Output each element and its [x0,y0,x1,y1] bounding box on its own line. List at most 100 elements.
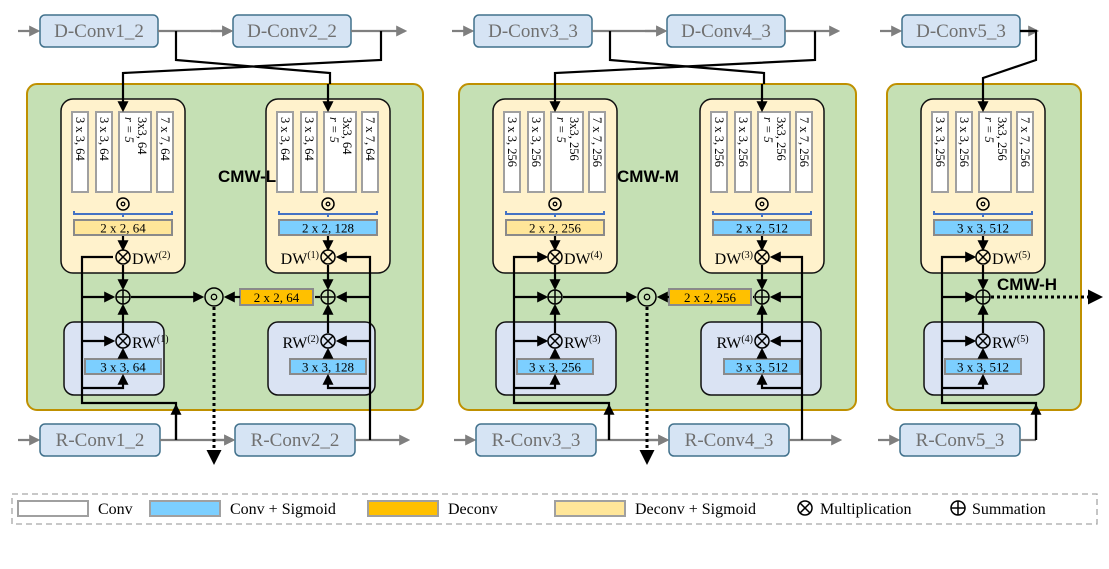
dw-block-h-kernel-3 [1016,111,1034,193]
dw-block-h-kernel-1-label: 3 x 3, 256 [957,117,971,167]
plus [321,290,335,304]
dw-block-right-l-kernel-2-label: 3x3, 64 [340,117,354,155]
node-d-conv3-3-label: D-Conv3_3 [488,21,578,42]
inner [552,201,558,207]
cross [322,335,334,347]
circle [755,197,769,211]
dw-block-h-kernel-2-label: 3x3, 256 [995,117,1009,161]
dw-block-right-l-multiplication-icon [320,249,336,265]
node-d-conv5-3-label: D-Conv5_3 [916,21,1006,42]
dw-block-left-l-kernel-2-label: 3x3, 64 [135,117,149,155]
legend-swatch-1 [149,500,221,517]
dw-block-left-l-kernel-0 [71,111,89,193]
node-r-conv5-3[interactable]: R-Conv5_3 [899,423,1021,457]
inner [325,201,331,207]
node-r-conv2-2[interactable]: R-Conv2_2 [234,423,356,457]
dw-block-left-l-kernel-2 [118,111,152,193]
dw-block-right-l-kernel-1 [300,111,318,193]
node-r-conv4-3[interactable]: R-Conv4_3 [668,423,790,457]
dw-block-right-m-kernel-2-label: 3x3, 256 [774,117,788,161]
dw-weight-label-m3: DW(3) [715,250,753,268]
dw-block-h-kernel-3-label: 7 x 7, 256 [1018,117,1032,167]
node-r-conv5-3-label: R-Conv5_3 [916,430,1005,451]
node-d-conv1-2[interactable]: D-Conv1_2 [39,14,159,48]
circle [116,197,130,211]
node-r-conv2-2-label: R-Conv2_2 [251,430,340,451]
dw-block-left-l-kernel-3 [156,111,174,193]
node-r-conv1-2-label: R-Conv1_2 [56,430,145,451]
inner [120,201,126,207]
rw-weight-label-m3: RW(3) [564,334,601,352]
dw-block-right-l-kernel-3 [361,111,379,193]
dw-weight-label-m4: DW(4) [564,250,602,268]
dw-block-left-m-dilation-label: r = 5 [554,117,568,143]
rw-block-right-m-conv-label: 3 x 3, 512 [736,360,788,375]
rconv4-bypass [769,251,804,440]
circle [976,197,990,211]
deconv-l-label: 2 x 2, 64 [254,290,300,305]
dw-block-right-m-kernel-1-label: 3 x 3, 256 [736,117,750,167]
legend-label-3: Deconv + Sigmoid [635,501,756,518]
cross [549,251,561,263]
dw-block-right-m-multiplication-icon [754,249,770,265]
dw-weight-label-m4-superscript: (4) [591,250,603,261]
node-d-conv2-2[interactable]: D-Conv2_2 [232,14,352,48]
node-r-conv3-3[interactable]: R-Conv3_3 [475,423,597,457]
dw-block-left-m-kernel-3 [588,111,606,193]
dw-block-right-l-kernel-0 [276,111,294,193]
module-title-cmw-m: CMW-M [617,167,679,186]
dw-block-left-l-brace [73,211,173,217]
dw-weight-label-l2: DW(2) [132,250,170,268]
rw-block-left-m-conv-label: 3 x 3, 256 [529,360,582,375]
legend-swatch-0 [17,500,89,517]
rw-weight-label-h5: RW(5) [992,334,1029,352]
dw-block-h-kernel-0-label: 3 x 3, 256 [933,117,947,167]
dw-weight-label-l1: DW(1) [281,250,319,268]
plus [755,290,769,304]
node-r-conv1-2[interactable]: R-Conv1_2 [39,423,161,457]
rw-weight-label-m4-name: RW [716,335,742,352]
legend-label-multiplication: Multiplication [820,501,912,518]
cross [117,251,129,263]
dw-block-left-m-brace [505,211,605,217]
cross [549,335,561,347]
circle [115,249,131,265]
dw-block-left-l-fuse-box [73,219,173,236]
dw-block-right-m-fuse-label: 2 x 2, 512 [736,221,788,236]
dw-block-right-l-fuse-box [278,219,378,236]
circle [754,249,770,265]
dw-block-right-m-kernel-0 [710,111,728,193]
dw-block-h-brace [933,211,1033,217]
dw-block-h-fuse-label: 3 x 3, 512 [957,221,1009,236]
dw-block-right-m-kernel-3 [795,111,813,193]
dw-block-right-m-dilation-label: r = 5 [761,117,775,143]
rw-weight-label-l2: RW(2) [282,334,319,352]
rw-weight-label-l2-name: RW [282,335,308,352]
legend-summation-icon [950,500,966,516]
dw-block-right-m-fuse-box [712,219,812,236]
node-d-conv4-3[interactable]: D-Conv4_3 [666,14,786,48]
dw-block-left-l-kernel-1 [95,111,113,193]
dw-block-h-kernel-2 [978,111,1012,193]
cross [322,251,334,263]
dw-weight-label-l1-superscript: (1) [307,250,319,261]
node-d-conv3-3[interactable]: D-Conv3_3 [473,14,593,48]
bypass-to-rw-conv [322,373,370,390]
dw-block-right-l-kernel-0-label: 3 x 3, 64 [278,117,292,162]
dw-block-left-m-kernel-0-label: 3 x 3, 256 [505,117,519,167]
dw-weight-label-l2-name: DW [132,251,160,268]
plus [548,290,562,304]
dw-block-left-l-kernel-1-label: 3 x 3, 64 [97,117,111,162]
dw-block-left-m-kernel-3-label: 7 x 7, 256 [590,117,604,167]
circle [320,249,336,265]
node-d-conv5-3[interactable]: D-Conv5_3 [901,14,1021,48]
plus [951,501,965,515]
cross [117,335,129,347]
legend-label-summation: Summation [972,501,1046,518]
dw-block-right-m-kernel-3-label: 7 x 7, 256 [797,117,811,167]
plus [976,290,990,304]
circle [797,500,813,516]
inner [980,201,986,207]
summation-icon-right-l [320,289,336,305]
